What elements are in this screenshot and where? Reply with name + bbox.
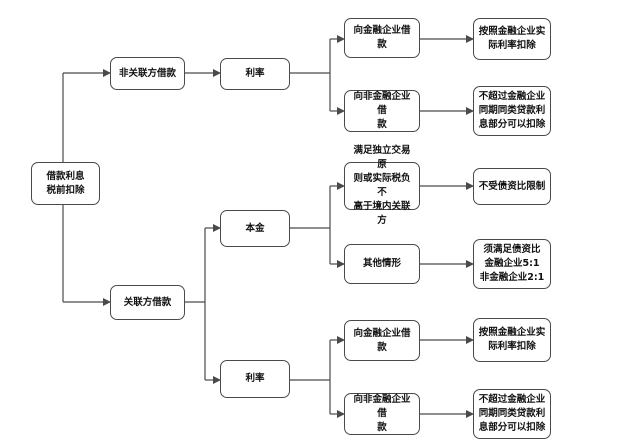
node-root: 借款利息 税前扣除 [31, 162, 100, 205]
node-result-no-limit: 不受债资比限制 [473, 168, 551, 205]
node-to-financial-1: 向金融企业借款 [344, 18, 420, 58]
node-result-debt-ratio: 须满足债资比 金融企业5:1 非金融企业2:1 [473, 239, 551, 289]
node-other-cases: 其他情形 [344, 244, 420, 284]
node-to-nonfinancial-2: 向非金融企业借 款 [344, 393, 420, 435]
node-to-financial-2: 向金融企业借款 [344, 320, 420, 361]
node-non-related-loan: 非关联方借款 [110, 57, 185, 90]
node-rate-bottom: 利率 [220, 360, 290, 398]
node-related-loan: 关联方借款 [110, 285, 185, 320]
node-result-actual-rate-2: 按照金融企业实 际利率扣除 [473, 318, 551, 362]
node-result-actual-rate-1: 按照金融企业实 际利率扣除 [473, 18, 551, 60]
node-result-cap-2: 不超过金融企业 同期同类贷款利 息部分可以扣除 [473, 389, 551, 439]
node-to-nonfinancial-1: 向非金融企业借 款 [344, 90, 420, 132]
node-result-cap-1: 不超过金融企业 同期同类贷款利 息部分可以扣除 [473, 86, 551, 136]
node-arm-length: 满足独立交易原 则或实际税负不 高于境内关联方 [344, 145, 420, 226]
node-principal: 本金 [220, 210, 290, 247]
node-rate-top: 利率 [220, 58, 290, 90]
